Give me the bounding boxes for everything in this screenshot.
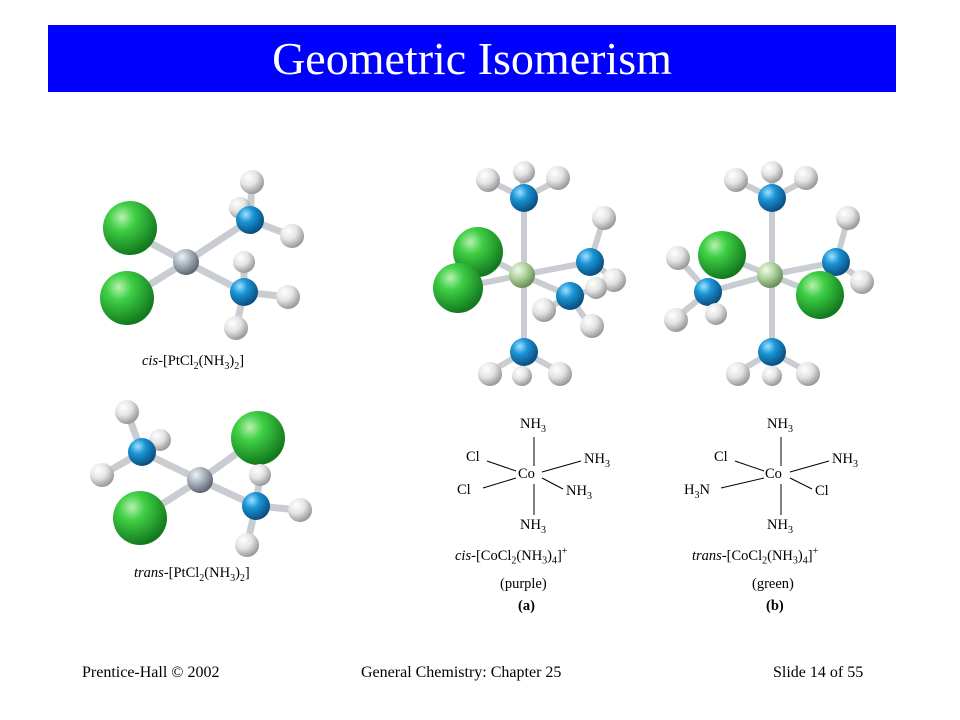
trans-co-label-lower-right: Cl: [815, 483, 829, 499]
trans-pt-caption: trans-[PtCl2(NH3)2]: [134, 565, 250, 584]
footer-publisher: Prentice-Hall © 2002: [82, 664, 220, 681]
cis-co-label-center: Co: [518, 466, 535, 482]
cis-co-label-upper-right: NH3: [584, 451, 610, 470]
trans-co-model: [664, 161, 874, 386]
cis-co-structure-bonds: [482, 437, 582, 515]
panel-a-label: (a): [518, 598, 535, 614]
trans-co-label-center: Co: [765, 466, 782, 482]
trans-co-label-lower-left: H3N: [684, 482, 710, 501]
title-bar: Geometric Isomerism: [48, 25, 896, 92]
slide-title: Geometric Isomerism: [272, 32, 672, 84]
cis-co-label-top: NH3: [520, 416, 546, 435]
trans-co-label-upper-right: NH3: [832, 451, 858, 470]
cis-co-label-lower-right: NH3: [566, 483, 592, 502]
trans-co-label-upper-left: Cl: [714, 449, 728, 465]
trans-co-label-bottom: NH3: [767, 517, 793, 536]
cis-co-label-lower-left: Cl: [457, 482, 471, 498]
cis-pt-caption: cis-[PtCl2(NH3)2]: [142, 353, 245, 372]
cis-co-color: (purple): [500, 576, 547, 592]
cis-co-caption: cis-[CoCl2(NH3)4]+: [455, 546, 568, 567]
trans-co-label-top: NH3: [767, 416, 793, 435]
panel-b-label: (b): [766, 598, 784, 614]
trans-pt-model: [90, 400, 312, 557]
cis-co-label-upper-left: Cl: [466, 449, 480, 465]
cis-co-label-bottom: NH3: [520, 517, 546, 536]
cis-co-model: [433, 161, 626, 386]
trans-co-structure-bonds: [720, 437, 830, 515]
footer-slide-number: Slide 14 of 55: [773, 664, 864, 681]
trans-co-color: (green): [752, 576, 794, 592]
cis-pt-model: [100, 170, 304, 340]
trans-co-caption: trans-[CoCl2(NH3)4]+: [692, 546, 819, 567]
footer-chapter: General Chemistry: Chapter 25: [361, 664, 562, 681]
